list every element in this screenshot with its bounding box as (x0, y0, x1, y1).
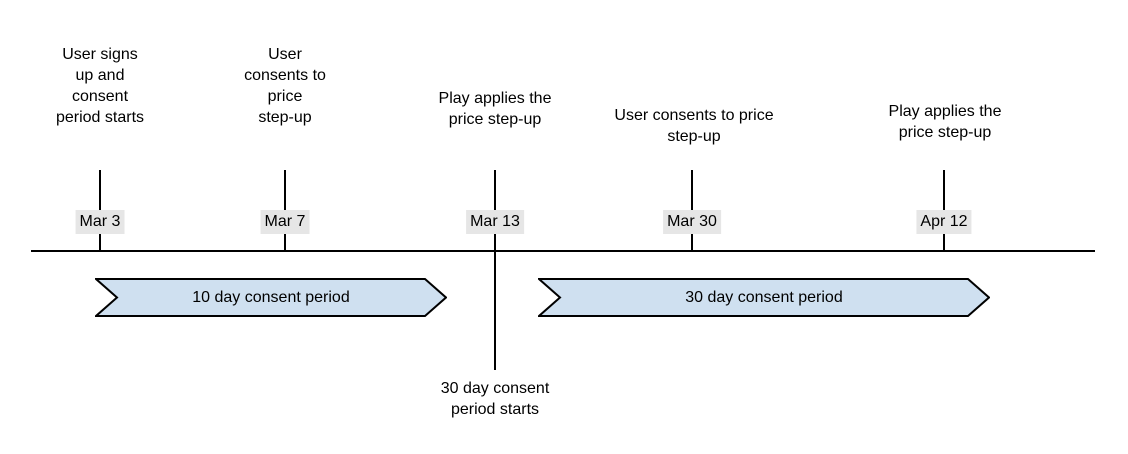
date-chip-mar-3: Mar 3 (75, 210, 125, 234)
event-caption-stepup-applied-2: Play applies the price step-up (888, 103, 1002, 141)
timeline-axis (31, 250, 1095, 252)
chevron-shape-30-day (538, 278, 990, 317)
below-axis-annotation: 30 day consent period starts (440, 380, 550, 418)
event-caption-consent-30day: User consents to price step-up (614, 107, 774, 145)
chevron-shape-10-day (95, 278, 447, 317)
event-caption-consent-10day: User consents to price step-up (244, 46, 326, 126)
date-chip-mar-30: Mar 30 (663, 210, 721, 234)
date-chip-apr-12: Apr 12 (916, 210, 972, 234)
tick-mark-stepup-applied-1 (494, 170, 496, 370)
date-chip-mar-13: Mar 13 (466, 210, 524, 234)
event-caption-stepup-applied-1: Play applies the price step-up (438, 90, 552, 128)
event-caption-signup: User signs up and consent period starts (55, 46, 145, 126)
date-chip-mar-7: Mar 7 (260, 210, 310, 234)
period-bar-10-day-consent: 10 day consent period (95, 278, 447, 317)
period-bar-30-day-consent: 30 day consent period (538, 278, 990, 317)
